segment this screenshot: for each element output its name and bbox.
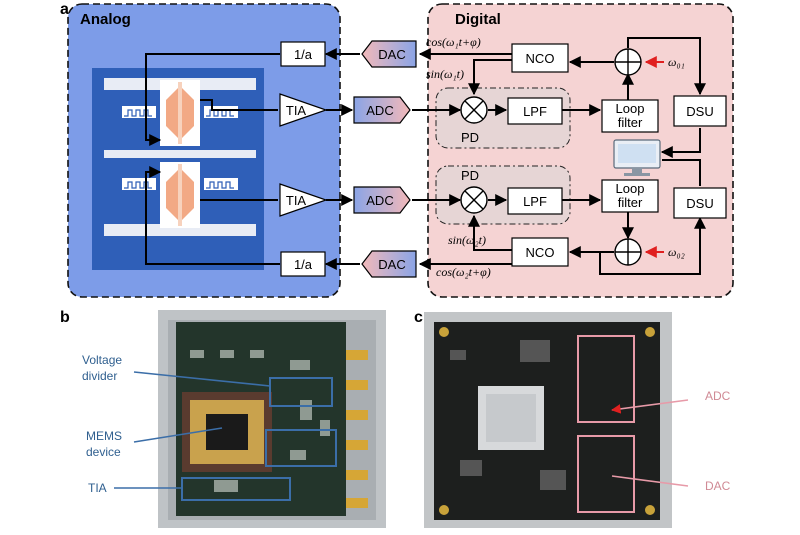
voltage-divider-label-2: divider [82, 369, 117, 383]
dac-top [361, 40, 417, 68]
sum-junction-bottom [614, 238, 642, 266]
digital-wiring [412, 37, 706, 275]
nco-top [511, 43, 569, 73]
photo-b-board [158, 310, 386, 528]
digital-title: Digital [455, 11, 501, 28]
pd-bottom-label: PD [461, 168, 479, 183]
voltage-divider-label-1: Voltage [82, 353, 122, 367]
tia-region-box [265, 429, 337, 467]
panel-a-label: a [60, 1, 69, 18]
panel-b-label: b [60, 309, 70, 326]
mems-device-label-2: device [86, 445, 121, 459]
loop-filter-bottom-l1: Loop [616, 181, 645, 196]
cos2-label: cos(ω₂t+φ) [436, 265, 491, 279]
nco-bottom [511, 237, 569, 267]
tia-photo-label: TIA [88, 481, 107, 495]
monitor-icon [613, 139, 661, 176]
adc-photo-label: ADC [705, 389, 731, 403]
lpf-top-label: LPF [523, 104, 547, 119]
dac-photo-label: DAC [705, 479, 731, 493]
lpf-bottom [507, 187, 563, 215]
tia-bottom [279, 183, 328, 217]
tia-bottom-label: TIA [286, 193, 307, 208]
w01-label: ω₀₁ [668, 55, 685, 69]
pd-top-label: PD [461, 130, 479, 145]
gain-block-bottom [280, 251, 326, 277]
loop-filter-top [601, 99, 659, 133]
nco-top-label: NCO [526, 51, 555, 66]
tia-box [181, 477, 291, 501]
loop-filter-bottom-l2: filter [618, 195, 643, 210]
photo-c-board [424, 312, 672, 528]
dsu-top [673, 95, 727, 127]
adc-photo-box [577, 335, 635, 423]
voltage-divider-box [269, 377, 333, 407]
lpf-bottom-label: LPF [523, 194, 547, 209]
dac-bottom-label: DAC [378, 257, 405, 272]
mems-device-drawing [92, 68, 264, 270]
lpf-top [507, 97, 563, 125]
mixer-bottom [460, 186, 488, 214]
w02-label: ω₀₂ [668, 245, 685, 259]
tia-top-label: TIA [286, 103, 307, 118]
dsu-bottom [673, 187, 727, 219]
loop-filter-bottom [601, 179, 659, 213]
panel-c-label: c [414, 309, 423, 326]
cos1-label: cos(ω₁t+φ) [426, 35, 481, 49]
photo-c-callout-lines [611, 399, 689, 487]
gain-block-bottom-label: 1/a [294, 257, 313, 272]
loop-filter-top-l1: Loop [616, 101, 645, 116]
adc-top-label: ADC [366, 103, 393, 118]
sin2-label: sin(ω₂t) [448, 233, 486, 247]
dsu-bottom-label: DSU [686, 196, 713, 211]
photo-b-callout-lines [114, 371, 271, 489]
mems-device-label-1: MEMS [86, 429, 122, 443]
dac-top-label: DAC [378, 47, 405, 62]
adc-bottom-label: ADC [366, 193, 393, 208]
dac-photo-box [577, 435, 635, 513]
analog-title: Analog [80, 11, 131, 28]
nco-bottom-label: NCO [526, 245, 555, 260]
mixer-top [460, 96, 488, 124]
gain-block-top-label: 1/a [294, 47, 313, 62]
gain-block-top [280, 41, 326, 67]
sum-junction-top [614, 48, 642, 76]
analog-wiring [145, 48, 360, 270]
tia-top [279, 93, 328, 127]
dac-bottom [361, 250, 417, 278]
dsu-top-label: DSU [686, 104, 713, 119]
loop-filter-top-l2: filter [618, 115, 643, 130]
adc-top [353, 96, 411, 124]
adc-bottom [353, 186, 411, 214]
sin1-label: sin(ω₁t) [426, 67, 464, 81]
